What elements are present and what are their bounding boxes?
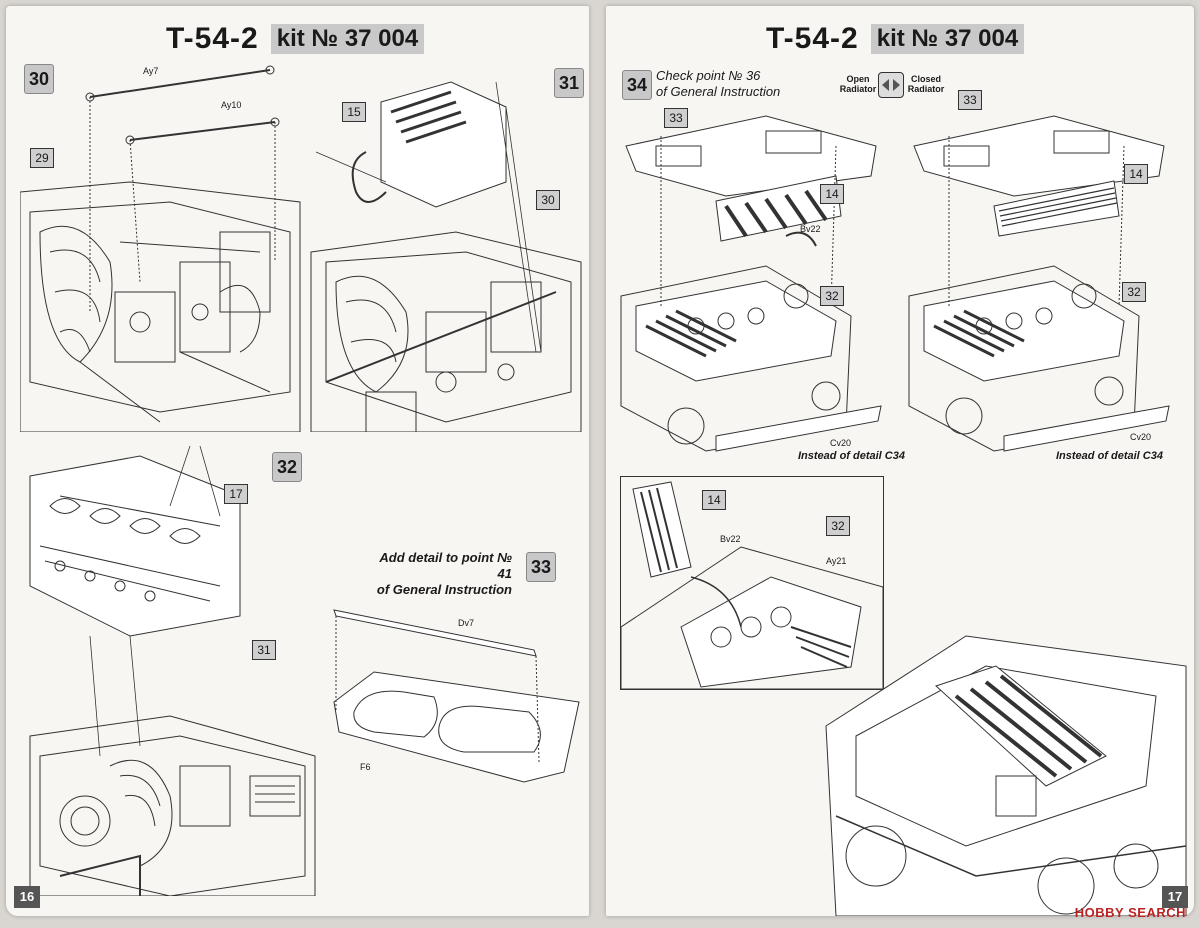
header-title: T-54-2 xyxy=(766,22,859,55)
callout-14-closed: 14 xyxy=(1124,164,1148,184)
callout-31: 31 xyxy=(252,640,276,660)
step-33-note-line1: Add detail to point № 41 xyxy=(379,550,512,581)
right-page: T-54-2 kit № 37 004 34 Check point № 36 … xyxy=(606,6,1194,916)
part-label-cv20-open: Cv20 xyxy=(830,438,852,448)
step-31-illustration xyxy=(306,62,586,432)
page-number-17: 17 xyxy=(1162,886,1188,908)
header-kit-number: kit № 37 004 xyxy=(870,24,1025,54)
callout-32-closed: 32 xyxy=(1122,282,1146,302)
callout-32-detail: 32 xyxy=(826,516,850,536)
part-label-ay21: Ay21 xyxy=(826,556,847,566)
part-label-cv20-closed: Cv20 xyxy=(1130,432,1152,442)
step-34-note-line2: of General Instruction xyxy=(656,84,781,99)
closed-radiator-illustration xyxy=(904,106,1189,466)
callout-17: 17 xyxy=(224,484,248,504)
radiator-shutter-icon xyxy=(878,72,904,98)
detail-inset-panel xyxy=(620,476,884,690)
callout-14-detail: 14 xyxy=(702,490,726,510)
step-33-note-line2: of General Instruction xyxy=(376,582,512,597)
final-engine-bay-illustration xyxy=(816,626,1192,916)
page-number-16: 16 xyxy=(14,886,40,908)
step-34-note: Check point № 36 of General Instruction xyxy=(656,68,780,100)
instead-note-closed: Instead of detail C34 xyxy=(1056,450,1163,462)
callout-15: 15 xyxy=(342,102,366,122)
page-header: T-54-2 kit № 37 004 xyxy=(766,22,1025,56)
step-34-note-line1: Check point № 36 xyxy=(656,68,761,83)
step-30-badge: 30 xyxy=(24,64,54,94)
step-32-illustration xyxy=(20,436,320,896)
part-label-bv22-detail: Bv22 xyxy=(720,534,741,544)
part-label-ay7: Ay7 xyxy=(143,66,159,76)
step-31-badge: 31 xyxy=(554,68,584,98)
callout-33-open: 33 xyxy=(664,108,688,128)
left-page: T-54-2 kit № 37 004 30 xyxy=(6,6,589,916)
watermark: HOBBY SEARCH xyxy=(1074,905,1186,920)
step-34-badge: 34 xyxy=(622,70,652,100)
legend-open-radiator: Open Radiator xyxy=(839,74,877,94)
part-label-bv22-open: Bv22 xyxy=(800,224,821,234)
header-title: T-54-2 xyxy=(166,22,259,55)
open-radiator-illustration xyxy=(616,106,896,466)
header-kit-number: kit № 37 004 xyxy=(270,24,425,54)
callout-29: 29 xyxy=(30,148,54,168)
step-33-illustration xyxy=(324,602,586,792)
callout-33-closed: 33 xyxy=(958,90,982,110)
part-label-dv7: Dv7 xyxy=(458,618,475,628)
instead-note-open: Instead of detail C34 xyxy=(798,450,905,462)
part-label-ay10: Ay10 xyxy=(221,100,242,110)
step-30-illustration xyxy=(20,62,310,432)
step-33-note: Add detail to point № 41 of General Inst… xyxy=(362,550,512,598)
callout-32-open: 32 xyxy=(820,286,844,306)
page-header: T-54-2 kit № 37 004 xyxy=(166,22,425,56)
step-32-badge: 32 xyxy=(272,452,302,482)
part-label-f6: F6 xyxy=(360,762,371,772)
step-33-badge: 33 xyxy=(526,552,556,582)
callout-30: 30 xyxy=(536,190,560,210)
callout-14-open: 14 xyxy=(820,184,844,204)
legend-closed-radiator: Closed Radiator xyxy=(907,74,945,94)
